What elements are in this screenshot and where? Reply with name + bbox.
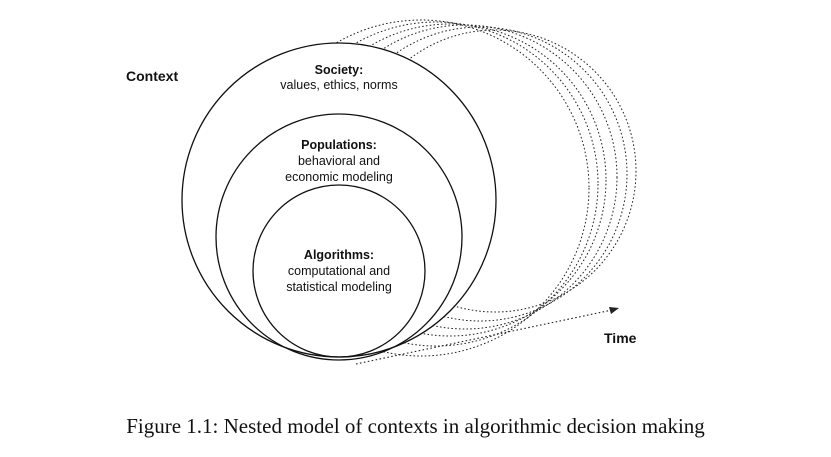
populations-circle: [215, 113, 463, 361]
algorithms-title: Algorithms:: [304, 248, 374, 262]
populations-description-line1: behavioral and: [298, 154, 380, 168]
time-trail-circle-3: [293, 23, 607, 337]
time-trail-circle-6: [353, 29, 637, 313]
time-arrow-head: [609, 307, 619, 314]
time-trail-circle-2: [273, 21, 599, 347]
algorithms-description-line2: statistical modeling: [286, 280, 392, 294]
society-description: values, ethics, norms: [280, 78, 397, 92]
algorithms-circle: [252, 184, 426, 358]
time-trail-circle-1: [252, 19, 590, 357]
time-trail-circles: [252, 19, 637, 357]
figure-caption: Figure 1.1: Nested model of contexts in …: [126, 414, 705, 438]
society-title: Society:: [315, 63, 364, 77]
populations-title: Populations:: [301, 138, 377, 152]
time-label: Time: [604, 330, 637, 346]
algorithms-description-line1: computational and: [288, 264, 390, 278]
context-label: Context: [126, 68, 178, 84]
populations-description-line2: economic modeling: [285, 170, 393, 184]
